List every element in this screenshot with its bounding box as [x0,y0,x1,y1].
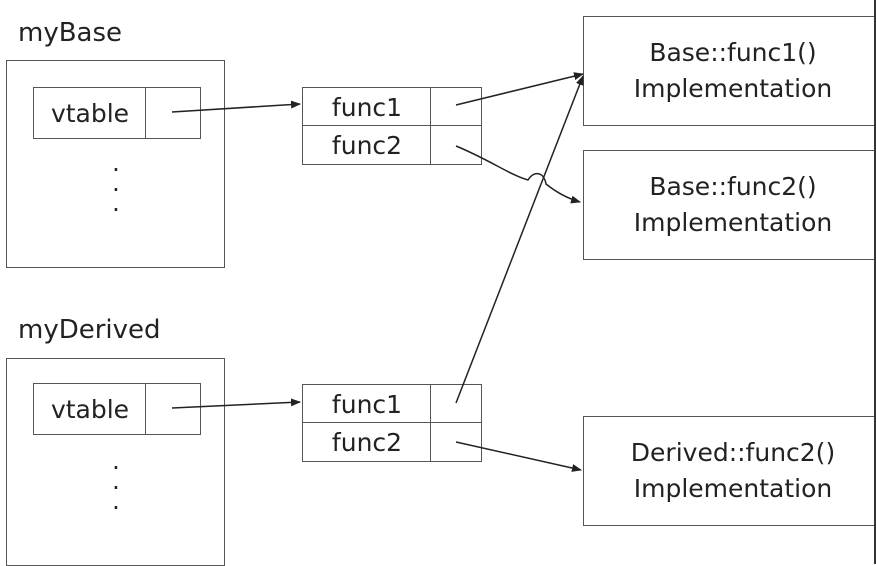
base-func2-impl-name: Base::func2() [649,172,817,201]
derived-func2-impl-name: Derived::func2() [630,438,836,467]
arrow-mybase-vtable [171,100,301,113]
mybase-ellipsis: ... [112,149,120,217]
arrow-base-func2 [455,145,581,204]
base-func2-impl-desc: Implementation [633,208,833,237]
myderived-ellipsis: ... [112,447,120,515]
arrow-derived-func2 [455,441,582,472]
mybase-label: myBase [18,18,123,48]
myderived-label: myDerived [18,315,161,345]
base-vtable-func2-pointer [430,125,482,165]
myderived-object: vtable ... [6,358,225,566]
base-vtable-func2: func2 [302,125,432,165]
derived-func2-impl-desc: Implementation [633,474,833,503]
myderived-vtable-pointer [145,383,201,435]
arrow-myderived-vtable [171,398,301,409]
arrow-derived-func1 [455,75,584,404]
arrow-base-func1 [455,72,584,106]
base-func1-impl-desc: Implementation [633,74,833,103]
base-func1-impl-name: Base::func1() [649,38,817,67]
derived-vtable-func2: func2 [302,422,432,462]
myderived-vtable-label: vtable [33,383,147,435]
base-vtable-func1-pointer [430,87,482,127]
mybase-vtable-pointer [145,87,201,139]
right-border-line [874,0,876,564]
derived-func2-impl: Derived::func2() Implementation [583,416,876,526]
base-func1-impl: Base::func1() Implementation [583,16,876,126]
mybase-vtable-label: vtable [33,87,147,139]
base-vtable-func1: func1 [302,87,432,127]
derived-vtable-func1: func1 [302,384,432,424]
base-func2-impl: Base::func2() Implementation [583,150,876,260]
mybase-object: vtable ... [6,60,225,268]
